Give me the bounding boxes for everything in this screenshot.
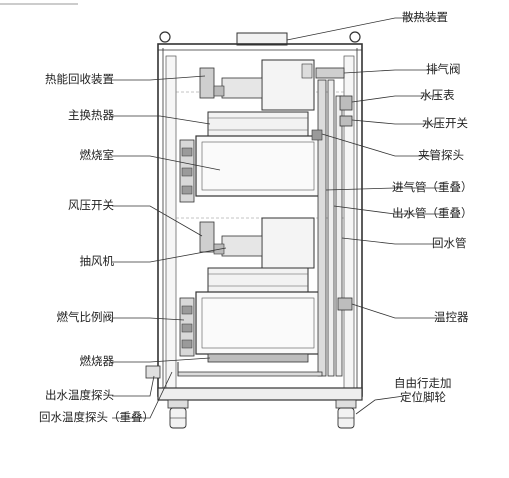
label-heat-dissipation: 散热装置 [402, 10, 448, 24]
outlet-pipe [327, 79, 335, 377]
pressure-switch [339, 115, 353, 127]
exhaust-valve [315, 67, 345, 79]
label-pressure-gauge: 水压表 [420, 88, 455, 102]
label-intake-pipe: 进气管（重叠） [392, 180, 473, 194]
label-return-pipe: 回水管 [432, 236, 467, 250]
caster-right [335, 399, 357, 429]
thermostat [337, 297, 353, 311]
combustion-chamber-lower [195, 291, 321, 355]
return-pipe [335, 95, 343, 377]
label-caster-line1: 自由行走加 [394, 376, 452, 390]
label-exhaust-valve: 排气阀 [426, 62, 461, 76]
main-heat-exchanger-upper [207, 111, 309, 137]
burner [207, 353, 309, 363]
label-pressure-switch: 水压开关 [422, 116, 468, 130]
label-return-temp-probe: 回水温度探头（重叠） [39, 410, 154, 424]
lifting-ring-left [159, 31, 171, 43]
label-combustion-chamber: 燃烧室 [79, 148, 115, 162]
label-outlet-pipe: 出水管（重叠） [392, 206, 473, 220]
label-heat-recovery: 热能回收装置 [45, 72, 114, 86]
label-exhaust-fan: 抽风机 [79, 254, 115, 268]
heat-recovery-unit-lower [261, 217, 315, 269]
label-main-heat-exchanger: 主换热器 [68, 108, 114, 122]
lower-fan [221, 235, 263, 257]
intake-pipe [317, 79, 327, 377]
lifting-ring-right [349, 31, 361, 43]
label-burner: 燃烧器 [79, 354, 115, 368]
clamp-probe [311, 129, 323, 141]
outlet-temp-probe [145, 365, 161, 379]
caster-left [167, 399, 189, 429]
upper-fan [221, 77, 263, 99]
label-thermostat: 温控器 [434, 310, 469, 324]
air-pressure-switch [199, 221, 215, 253]
label-gas-proportional-valve: 燃气比例阀 [56, 310, 115, 324]
label-caster-line2: 定位脚轮 [400, 390, 446, 404]
main-heat-exchanger-lower [207, 267, 309, 293]
label-clamp-probe: 夹管探头 [418, 148, 464, 162]
base-plate [157, 387, 363, 401]
pressure-gauge [339, 95, 353, 111]
label-outlet-temp-probe: 出水温度探头 [45, 388, 114, 402]
combustion-chamber-upper [195, 135, 321, 197]
label-air-pressure-switch: 风压开关 [68, 198, 114, 212]
top-vent-cap [236, 32, 288, 46]
